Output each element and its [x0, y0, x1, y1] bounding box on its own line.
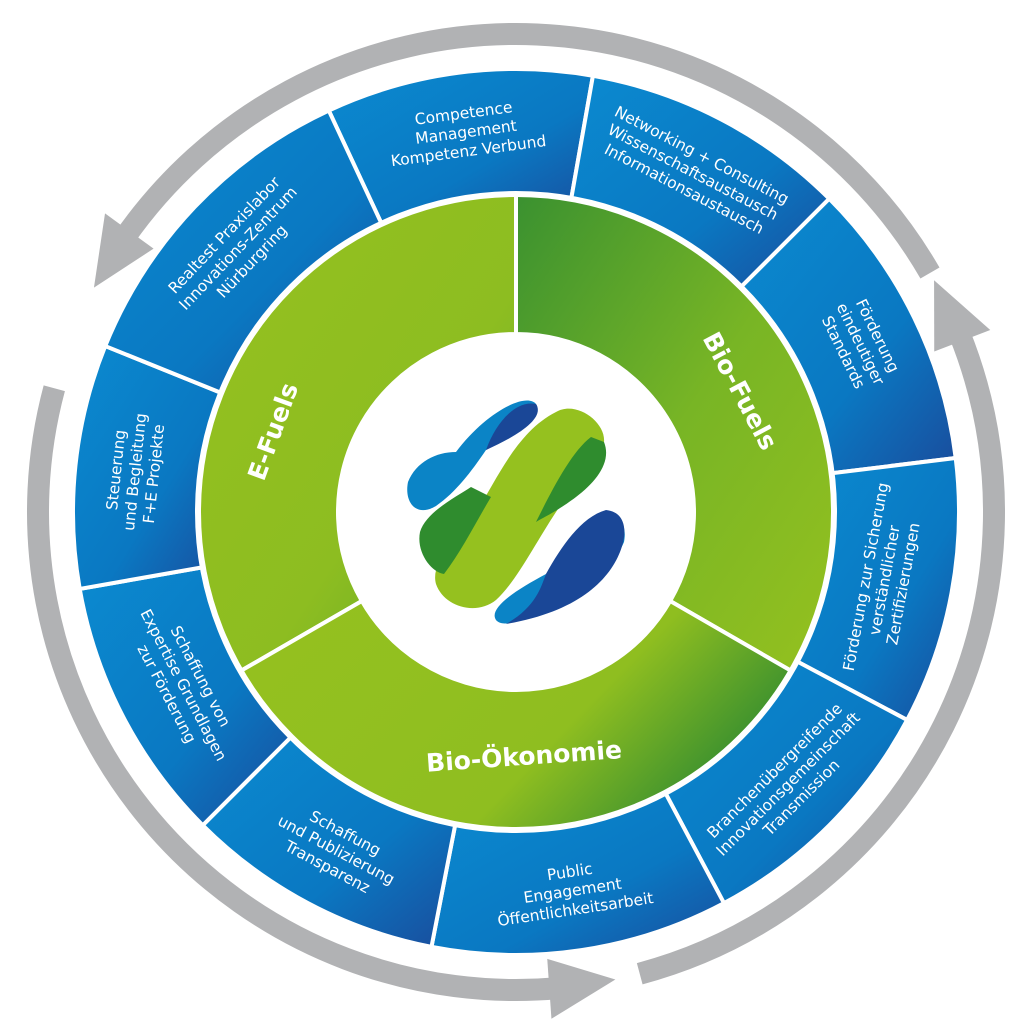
logo-green-band — [435, 408, 605, 609]
logo-mark — [407, 400, 625, 624]
logo-blue-swoosh-top-shade — [486, 403, 538, 450]
arrow-top-shaft — [115, 23, 940, 279]
arrow-top-head — [93, 213, 154, 288]
inner-ring — [195, 191, 837, 833]
arrow-bottom-left-shaft — [27, 385, 559, 1001]
arrow-bottom-left-head — [547, 958, 616, 1019]
cycle-arrows — [27, 23, 1005, 1019]
logo-blue-swoosh-bottom-shade — [506, 510, 625, 624]
arrow-right-head — [934, 280, 991, 352]
ring-separator — [195, 191, 837, 833]
logo-green-band-shade-right — [536, 437, 607, 522]
arrow-right-shaft — [636, 328, 1005, 985]
logo-green-band-shade-left — [419, 487, 491, 574]
outer-ring — [71, 67, 961, 957]
